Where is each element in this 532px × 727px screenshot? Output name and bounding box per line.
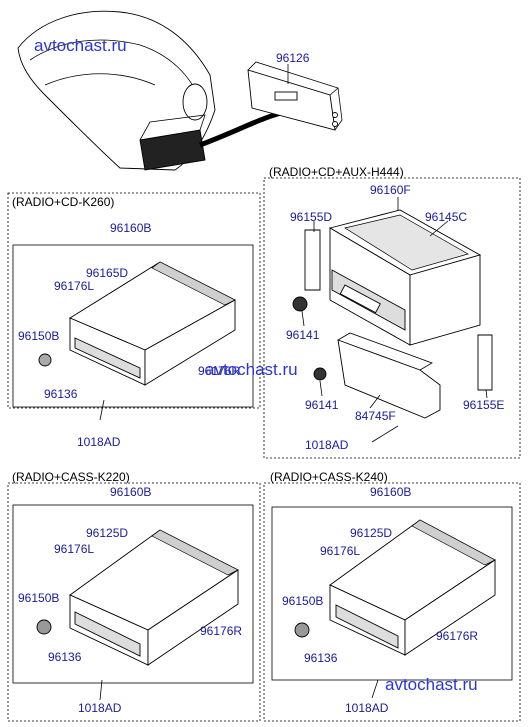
label-1018AD: 1018AD [78, 701, 122, 715]
panel-cass-220: (RADIO+CASS-K220) 96160B 96125D 96176L 9… [7, 470, 261, 722]
label-96150B: 96150B [282, 594, 323, 608]
label-96155D: 96155D [290, 210, 332, 224]
label-1018AD: 1018AD [305, 438, 349, 452]
label-96176L: 96176L [54, 542, 94, 556]
label-96176R: 96176R [198, 364, 240, 378]
label-96125D: 96125D [86, 526, 128, 540]
label-96141-a: 96141 [286, 328, 320, 342]
label-96150B: 96150B [18, 329, 59, 343]
panel-title: (RADIO+CD+AUX-H444) [269, 165, 404, 179]
label-96126: 96126 [276, 51, 310, 65]
label-1018AD: 1018AD [345, 701, 389, 715]
label-96176L: 96176L [320, 544, 360, 558]
label-96125D: 96125D [350, 526, 392, 540]
label-96136: 96136 [44, 387, 78, 401]
label-96155E: 96155E [463, 398, 504, 412]
panel-title: (RADIO+CASS-K220) [12, 470, 130, 484]
label-96176L: 96176L [54, 279, 94, 293]
watermark-bottom: avtochast.ru [385, 675, 478, 694]
label-96176R: 96176R [436, 629, 478, 643]
label-84745F: 84745F [355, 409, 396, 423]
watermark-middle: avtochast.ru [205, 360, 298, 379]
panel-title: (RADIO+CASS-K240) [270, 470, 388, 484]
label-main: 96160B [370, 485, 411, 499]
panel-cass-240: (RADIO+CASS-K240) 96160B 96125D 96176L 9… [263, 470, 521, 722]
panel-cd: (RADIO+CD-K260) 96160B 96165D 96176L 961… [7, 192, 261, 449]
label-main: 96160F [370, 183, 411, 197]
label-main: 96160B [110, 221, 151, 235]
label-96136: 96136 [304, 651, 338, 665]
panel-cd-aux: (RADIO+CD+AUX-H444) 96160F 96155D 96145C… [263, 165, 521, 459]
bracket-96126 [247, 61, 343, 131]
label-96136: 96136 [48, 650, 82, 664]
label-96165D: 96165D [86, 266, 128, 280]
label-96145C: 96145C [425, 210, 467, 224]
dashboard-illustration [17, 10, 286, 171]
label-96141-b: 96141 [305, 398, 339, 412]
label-1018AD: 1018AD [77, 435, 121, 449]
label-96176R: 96176R [200, 624, 242, 638]
label-96150B: 96150B [18, 591, 59, 605]
watermark-top: avtochast.ru [34, 36, 127, 55]
label-main: 96160B [110, 485, 151, 499]
panel-title: (RADIO+CD-K260) [12, 195, 114, 209]
